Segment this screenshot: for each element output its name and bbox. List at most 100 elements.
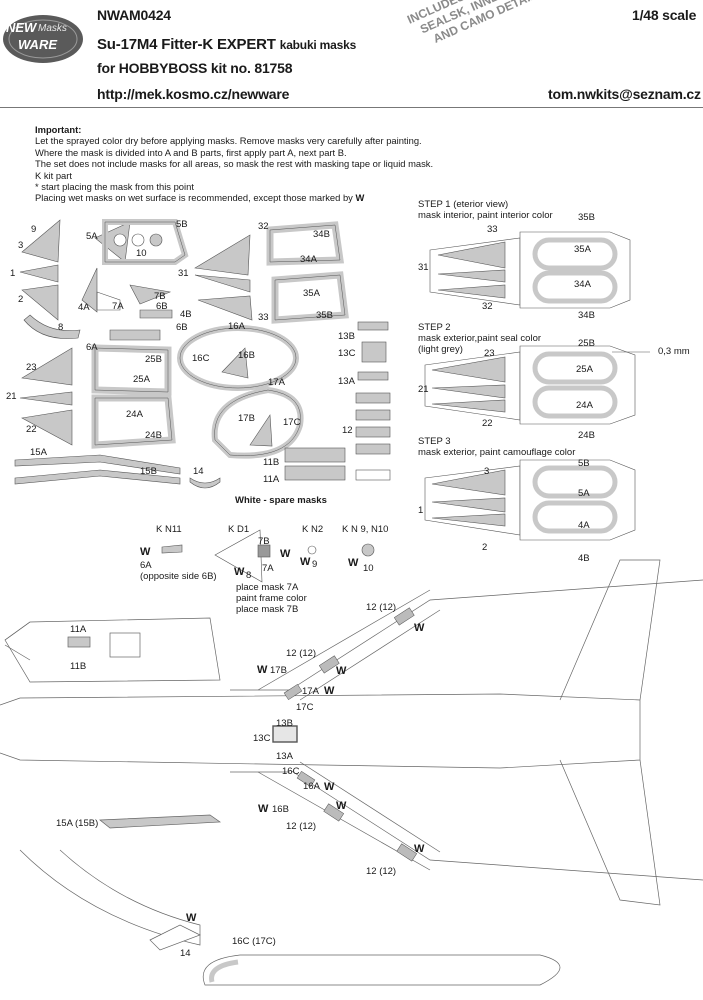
diag-12-c: 12 (12) (286, 821, 317, 832)
step3-picture (424, 459, 636, 541)
note-place-7b: place mask 7B (236, 604, 299, 615)
diag-17c: 17C (296, 702, 314, 713)
label-25b: 25B (145, 354, 162, 365)
label-16b: 16B (238, 350, 255, 361)
label-32: 32 (258, 221, 269, 232)
mask-12-4 (355, 443, 391, 455)
label-24a: 24A (126, 409, 143, 420)
mask-11a (284, 465, 346, 481)
mask-7b (129, 284, 172, 305)
w-mark-diag-1: W (414, 622, 425, 634)
label-11b: 11B (263, 457, 280, 468)
label-35b: 35B (316, 310, 333, 321)
mask-8 (23, 314, 81, 339)
mask-15a (14, 454, 181, 475)
important-line: Where the mask is divided into A and B p… (35, 146, 347, 158)
label-24b: 24B (145, 430, 162, 441)
label-13a: 13A (338, 376, 355, 387)
important-line: Let the sprayed color dry before applyin… (35, 135, 422, 147)
s1-label-35b: 35B (578, 212, 595, 223)
w-mark-10: W (348, 557, 359, 569)
label-35a: 35A (303, 288, 320, 299)
w-mark-diag-3: W (257, 664, 268, 676)
step2-picture (424, 345, 650, 425)
label-22: 22 (26, 424, 37, 435)
mask-1 (19, 264, 59, 283)
step2-desc: mask exterior,paint seal color (418, 333, 542, 344)
kit-line: for HOBBYBOSS kit no. 81758 (97, 60, 293, 76)
email-link[interactable]: tom.nwkits@seznam.cz (548, 86, 701, 102)
label-15b: 15B (140, 466, 157, 477)
important-line: Placing wet masks on wet surface is reco… (35, 192, 365, 204)
part-10-label: 10 (363, 563, 374, 574)
label-1: 1 (10, 268, 16, 279)
step3-title: STEP 3 (418, 436, 451, 447)
s1-label-35a: 35A (574, 244, 591, 255)
s3-label-4a: 4A (578, 520, 590, 531)
label-6b-top: 6B (156, 301, 168, 312)
important-line: K kit part (35, 169, 72, 181)
s1-label-34a: 34A (574, 279, 591, 290)
label-9: 9 (31, 224, 37, 235)
label-23: 23 (26, 362, 37, 373)
kit-parts-pictures (161, 529, 375, 583)
step1-picture (429, 231, 631, 309)
s3-label-5a: 5A (578, 488, 590, 499)
label-11a: 11A (263, 474, 280, 485)
part-10-shape (361, 543, 375, 557)
kit-part-n9-n10: K N 9, N10 (342, 524, 389, 535)
mask-5a (94, 221, 131, 263)
s2-label-25a: 25A (576, 364, 593, 375)
label-5a: 5A (86, 231, 98, 242)
mask-13b (357, 321, 389, 331)
s1-label-33: 33 (487, 224, 498, 235)
mask-12-2 (355, 409, 391, 421)
label-31: 31 (178, 268, 189, 279)
product-title-small: kabuki masks (279, 38, 357, 52)
s2-label-21: 21 (418, 384, 429, 395)
diag-17b: 17B (270, 665, 287, 676)
mask-16b (221, 347, 249, 379)
label-34a: 34A (300, 254, 317, 265)
s2-label-25b: 25B (578, 338, 595, 349)
label-3: 3 (18, 240, 24, 251)
mask-22 (21, 409, 73, 446)
label-8: 8 (58, 322, 64, 333)
diag-13b: 13B (276, 718, 293, 729)
mask-12-1 (355, 392, 391, 404)
s3-label-4b: 4B (578, 553, 590, 564)
kit-part-n11: K N11 (156, 524, 182, 535)
mask-23 (21, 347, 73, 386)
label-17b: 17B (238, 413, 255, 424)
label-2: 2 (18, 294, 24, 305)
w-mark-diag-6: W (336, 800, 347, 812)
mask-4a (81, 267, 98, 313)
step-1: STEP 1 (eterior view) mask interior, pai… (418, 199, 553, 221)
step2-dimension: 0,3 mm (658, 346, 690, 357)
mask-4b (96, 291, 121, 311)
note-place-7a: place mask 7A (236, 582, 299, 593)
mask-12-3 (355, 426, 391, 438)
label-14: 14 (193, 466, 204, 477)
step1-title: STEP 1 (eterior view) (418, 199, 509, 210)
s1-label-31: 31 (418, 262, 429, 273)
label-34b: 34B (313, 229, 330, 240)
diag-17a: 17A (302, 686, 319, 697)
diag-12-b: 12 (12) (286, 648, 317, 659)
w-mark-diag-5: W (324, 781, 335, 793)
diag-13a: 13A (276, 751, 293, 762)
part-7b-label: 7B (258, 536, 270, 547)
important-line: * start placing the mask from this point (35, 181, 194, 193)
part-8-label: 8 (246, 570, 252, 581)
mask-6b (139, 309, 173, 319)
label-6a: 6A (86, 342, 98, 353)
website-link[interactable]: http://mek.kosmo.cz/newware (97, 86, 290, 102)
mask-31b (194, 274, 251, 293)
s2-label-24b: 24B (578, 430, 595, 441)
part-9-shape (307, 545, 317, 555)
spare-masks-label: White - spare masks (235, 495, 327, 506)
logo: NEW Masks WARE (0, 6, 86, 70)
label-13c: 13C (338, 348, 356, 359)
label-4a: 4A (78, 302, 90, 313)
